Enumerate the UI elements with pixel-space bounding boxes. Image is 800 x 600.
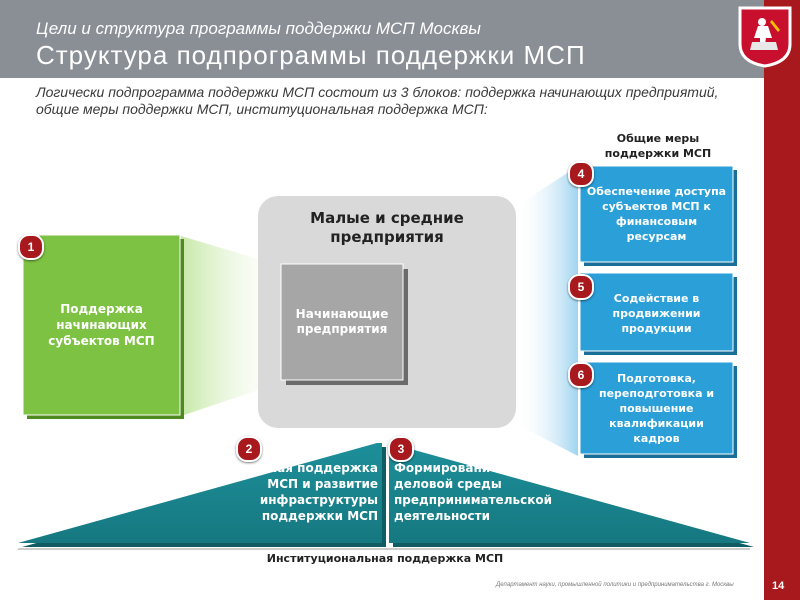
page-title: Структура подпрограммы поддержки МСП	[36, 40, 586, 70]
block-2-bg	[18, 443, 382, 543]
block-6-bg	[579, 361, 734, 455]
block-5-bg	[579, 272, 734, 352]
badge-4: 4	[568, 161, 594, 187]
intro-text: Логически подпрограмма поддержки МСП сос…	[36, 84, 719, 117]
inner-box-label: Начинающие предприятия	[295, 307, 389, 336]
header-subtitle: Цели и структура программы поддержки МСП…	[36, 19, 481, 38]
block-4-label: Обеспечение доступа субъектов МСП к фина…	[586, 185, 727, 243]
block-5-label: Содействие в продвижении продукции	[612, 292, 701, 335]
block-4-bg	[579, 165, 734, 263]
badge-3: 3	[388, 436, 414, 462]
block-2-label: Имущественная поддержка МСП и развитие и…	[181, 461, 378, 523]
badge-1: 1	[18, 234, 44, 260]
badge-2: 2	[236, 436, 262, 462]
block-1-bg	[22, 234, 181, 416]
institutional-label: Институциональная поддержка МСП	[266, 552, 504, 565]
green-connector	[181, 236, 282, 416]
right-accent-bar	[764, 0, 800, 600]
page-number: 14	[772, 580, 785, 592]
badge-6: 6	[568, 362, 594, 388]
inner-box-bg	[280, 263, 404, 381]
block-6-label: Подготовка, переподготовка и повышение к…	[598, 372, 715, 445]
center-title: Малые и средние предприятия	[310, 209, 464, 246]
header-bar: Цели и структура программы поддержки МСП…	[0, 0, 764, 78]
blue-connector	[518, 166, 578, 456]
footer-note: Департамент науки, промышленной политики…	[496, 582, 734, 588]
block-3-bg	[389, 443, 750, 543]
badge-5: 5	[568, 274, 594, 300]
block-3-label: Формирование благоприятной деловой среды…	[394, 461, 608, 523]
moscow-coat-of-arms-icon	[738, 6, 792, 68]
general-measures-title: Общие меры поддержки МСП	[604, 132, 712, 160]
block-1-label: Поддержка начинающих субъектов МСП	[48, 302, 155, 348]
